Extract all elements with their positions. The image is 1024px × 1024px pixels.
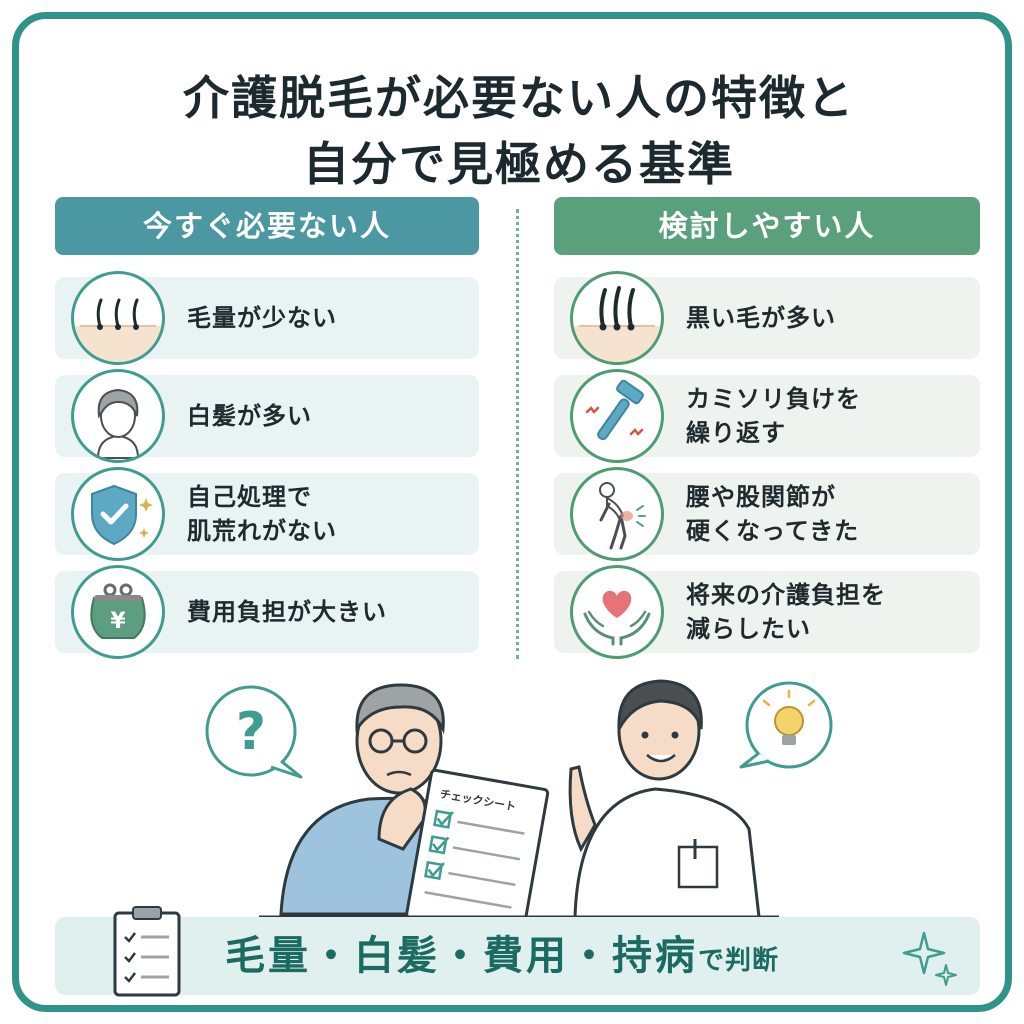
right-item-razor-burn: カミソリ負けを 繰り返す (554, 369, 980, 463)
footer-summary-bar: 毛量・白髪・費用・持病で判断 (55, 906, 980, 997)
column-divider (516, 209, 519, 659)
left-item-label: 白髪が多い (187, 402, 312, 430)
question-bubble: ? (205, 685, 303, 779)
right-item-reduce-care-burden: 将来の介護負担を 減らしたい (554, 565, 980, 659)
question-mark: ? (236, 702, 266, 762)
right-item-label: カミソリ負けを 繰り返す (686, 385, 861, 447)
heart-hands-icon (570, 565, 664, 659)
checklist-sheet: チェックシート (405, 768, 550, 939)
left-item-sparse-hair: 毛量が少ない (55, 271, 479, 365)
right-item-thick-hair: 黒い毛が多い (554, 271, 980, 365)
right-item-label: 腰や股関節が 硬くなってきた (686, 483, 860, 545)
thick-hair-icon (570, 271, 664, 365)
left-column-header: 今すぐ必要ない人 (55, 197, 479, 255)
right-item-stiff-joints: 腰や股関節が 硬くなってきた (554, 467, 980, 561)
left-item-label: 毛量が少ない (187, 304, 337, 332)
clipboard-icon (113, 906, 181, 997)
left-item-gray-hair: 白髪が多い (55, 369, 479, 463)
yen-purse-icon: ¥ (71, 565, 165, 659)
idea-bubble (739, 681, 833, 769)
sparkle-icon (902, 931, 957, 986)
left-item-label: 費用負担が大きい (187, 598, 387, 626)
gray-hair-person-icon (71, 369, 165, 463)
title-line-2: 自分で見極める基準 (303, 137, 735, 191)
sparse-hair-icon (71, 271, 165, 365)
page-title: 介護脱毛が必要ない人の特徴と 自分で見極める基準 (19, 65, 1005, 197)
back-pain-person-icon (570, 467, 664, 561)
right-item-label: 将来の介護負担を 減らしたい (686, 581, 886, 643)
footer-criteria: 毛量・白髪・費用・持病で判断 (225, 917, 779, 995)
title-line-1: 介護脱毛が必要ない人の特徴と (183, 71, 855, 125)
lightbulb-icon (762, 689, 816, 745)
right-item-label: 黒い毛が多い (686, 304, 836, 332)
footer-criteria-sub: で判断 (698, 946, 780, 976)
footer-criteria-main: 毛量・白髪・費用・持病 (225, 933, 698, 979)
infographic-frame: 介護脱毛が必要ない人の特徴と 自分で見極める基準 今すぐ必要ない人 検討しやすい… (12, 12, 1012, 1012)
caregiver-illustration (568, 679, 761, 919)
right-column-header: 検討しやすい人 (554, 197, 980, 255)
left-item-label: 自己処理で 肌荒れがない (187, 483, 337, 545)
razor-icon (570, 369, 664, 463)
shield-check-icon (71, 467, 165, 561)
left-item-no-skin-irritation: 自己処理で 肌荒れがない (55, 467, 479, 561)
left-item-cost-burden: ¥ 費用負担が大きい (55, 565, 479, 659)
consultation-illustration: ? チェックシート (205, 679, 833, 939)
svg-text:¥: ¥ (110, 609, 126, 634)
